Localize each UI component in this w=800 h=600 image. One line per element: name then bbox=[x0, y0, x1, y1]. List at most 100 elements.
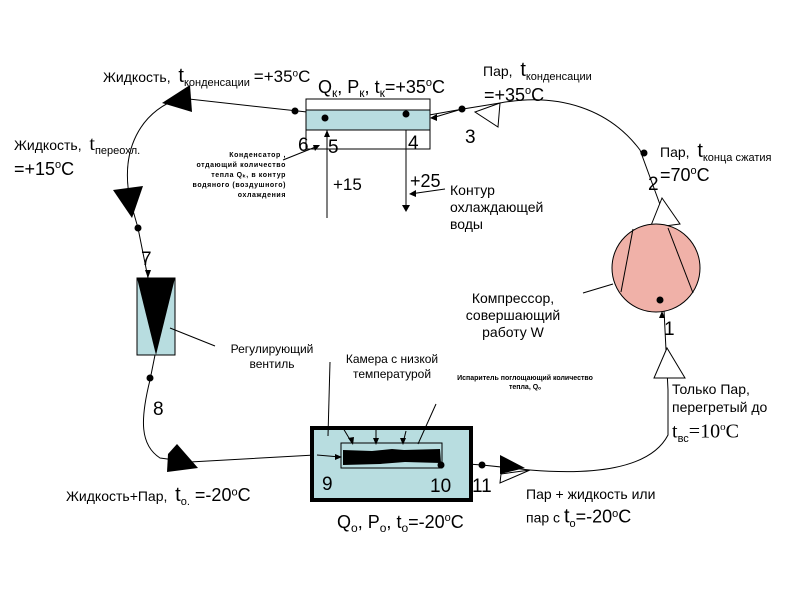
flow-arrow-outline-bottom bbox=[653, 346, 686, 379]
flow-arrow-bottom-left bbox=[167, 444, 198, 472]
label-subscript: конденсации bbox=[525, 71, 592, 83]
label-vapor-condensation: Пар, tконденсации bbox=[483, 60, 592, 83]
valve-inlet-arrow bbox=[145, 270, 151, 278]
degree-sign: o bbox=[720, 421, 726, 433]
label-water-loop: Контур охлаждающей воды bbox=[450, 182, 543, 233]
label-valve: Регулирующий вентиль bbox=[222, 342, 322, 372]
note-line: Испаритель поглощающий количество bbox=[457, 375, 593, 382]
note-line: перегретый до bbox=[672, 399, 768, 415]
label-liquid-subcooled: Жидкость, tпереохл. bbox=[14, 133, 141, 157]
evaporator-chamber bbox=[310, 426, 473, 502]
evaporator-coil bbox=[343, 449, 441, 465]
note-line: Контур bbox=[450, 182, 495, 198]
heat-arrow-head-3 bbox=[400, 438, 406, 445]
point-6-dot bbox=[291, 107, 299, 115]
sub-t: о bbox=[401, 521, 409, 535]
sub-p: о bbox=[379, 521, 387, 535]
label-text: Жидкость, bbox=[14, 137, 82, 153]
label-subscript: переохл. bbox=[94, 145, 141, 157]
symbol-q: Q bbox=[337, 512, 352, 532]
point-4-dot bbox=[402, 110, 410, 118]
water-out-arrow bbox=[402, 205, 410, 212]
note-line: Только Пар, bbox=[672, 381, 750, 397]
chamber-note-pointer bbox=[327, 361, 331, 437]
value: =-20 bbox=[408, 512, 445, 532]
point-5-dot bbox=[321, 114, 329, 122]
sub-p: к bbox=[359, 86, 365, 100]
label-unit: C bbox=[725, 420, 739, 443]
note-line: воды bbox=[450, 216, 483, 232]
note-line: Регулирующий bbox=[230, 342, 314, 356]
label-liquid-vapor: Жидкость+Пар, tо. =-20oC bbox=[66, 484, 251, 508]
degree-sign: o bbox=[612, 508, 619, 520]
note-line: Пар + жидкость или bbox=[526, 486, 656, 502]
compressor-line-left bbox=[620, 228, 634, 293]
unit: C bbox=[432, 77, 445, 97]
evaporator-coil-frame bbox=[340, 442, 443, 469]
label-value: =10 bbox=[688, 420, 721, 443]
sub-q: о bbox=[351, 521, 358, 535]
note-line: отдающий количество bbox=[196, 162, 286, 169]
note-line: совершающий bbox=[465, 307, 561, 323]
label-compressor: Компрессор, совершающий работу W bbox=[458, 290, 568, 341]
note-line: вентиль bbox=[249, 357, 295, 371]
degree-sign: o bbox=[231, 486, 238, 499]
point-8-dot bbox=[146, 374, 154, 382]
valve-note-pointer bbox=[169, 327, 216, 347]
label-subscript: вс bbox=[677, 432, 689, 445]
pipe-valve-to-evaporator bbox=[142, 354, 316, 463]
sub-t: к bbox=[379, 86, 385, 100]
label-subscript: о bbox=[569, 517, 576, 530]
degree-sign: o bbox=[444, 512, 451, 524]
label-symbol: t bbox=[697, 140, 703, 162]
label-text: Жидкость+Пар, bbox=[66, 488, 168, 504]
arrow-head bbox=[430, 114, 437, 121]
label-unit: C bbox=[61, 159, 75, 179]
pipe-evaporator-to-compressor bbox=[439, 309, 669, 473]
condenser-inner bbox=[305, 109, 431, 131]
label-vapor-end-compression: Пар, tконца сжатия bbox=[660, 140, 772, 164]
label-value: =+35 bbox=[484, 85, 526, 105]
point-2-dot bbox=[640, 149, 648, 157]
label-unit: C bbox=[298, 67, 311, 86]
condenser-note-pointer-head bbox=[313, 145, 320, 151]
label-symbol: t bbox=[89, 133, 95, 155]
label-evaporator-params: Qо, Pо, tо=-20oC bbox=[337, 512, 464, 535]
degree-sign: o bbox=[525, 85, 532, 97]
label-liquid-condensation: Жидкость, tконденсации =+35oC bbox=[103, 65, 311, 89]
label-symbol: t bbox=[175, 484, 181, 506]
evaporator-inlet-arrow bbox=[335, 454, 342, 460]
point-label-10: 10 bbox=[430, 476, 452, 497]
label-vapor-end-compression-value: =70oC bbox=[660, 166, 710, 185]
point-11-dot bbox=[478, 461, 486, 469]
point-label-7: 7 bbox=[141, 249, 152, 270]
label-text: Пар, bbox=[483, 63, 513, 79]
label-condenser-params: Qк, Pк, tк=+35oC bbox=[318, 77, 445, 100]
note-line: водяного (воздушного) bbox=[192, 182, 286, 189]
note-line: Компрессор, bbox=[471, 290, 555, 306]
label-value: =+35 bbox=[253, 67, 293, 86]
flow-arrow-outline-right bbox=[649, 196, 681, 229]
label-text: пар с bbox=[526, 509, 564, 526]
label-subscript: конца сжатия bbox=[702, 152, 772, 164]
label-evaporator-note: Испаритель поглощающий количество тепла,… bbox=[450, 374, 600, 392]
point-10-dot bbox=[437, 461, 445, 469]
value: =+35 bbox=[384, 77, 426, 97]
label-symbol: t bbox=[178, 65, 184, 87]
condenser-note-pointer bbox=[282, 145, 319, 161]
label-value: =-20 bbox=[575, 506, 613, 527]
label-water-out-temp: +25 bbox=[410, 171, 441, 191]
label-subscript: конденсации bbox=[183, 77, 250, 89]
evaporator-note-pointer bbox=[417, 403, 437, 445]
label-unit: C bbox=[531, 85, 545, 105]
point-label-1: 1 bbox=[664, 319, 675, 340]
label-superheated-vapor: Только Пар, перегретый до tвс=10oC bbox=[672, 380, 768, 445]
symbol-p: P bbox=[347, 77, 360, 97]
label-symbol: t bbox=[563, 505, 570, 528]
label-text: Пар, bbox=[660, 144, 690, 160]
point-label-5: 5 bbox=[328, 137, 339, 158]
flow-arrow-outline-top-right bbox=[473, 102, 501, 128]
point-label-8: 8 bbox=[153, 399, 164, 420]
